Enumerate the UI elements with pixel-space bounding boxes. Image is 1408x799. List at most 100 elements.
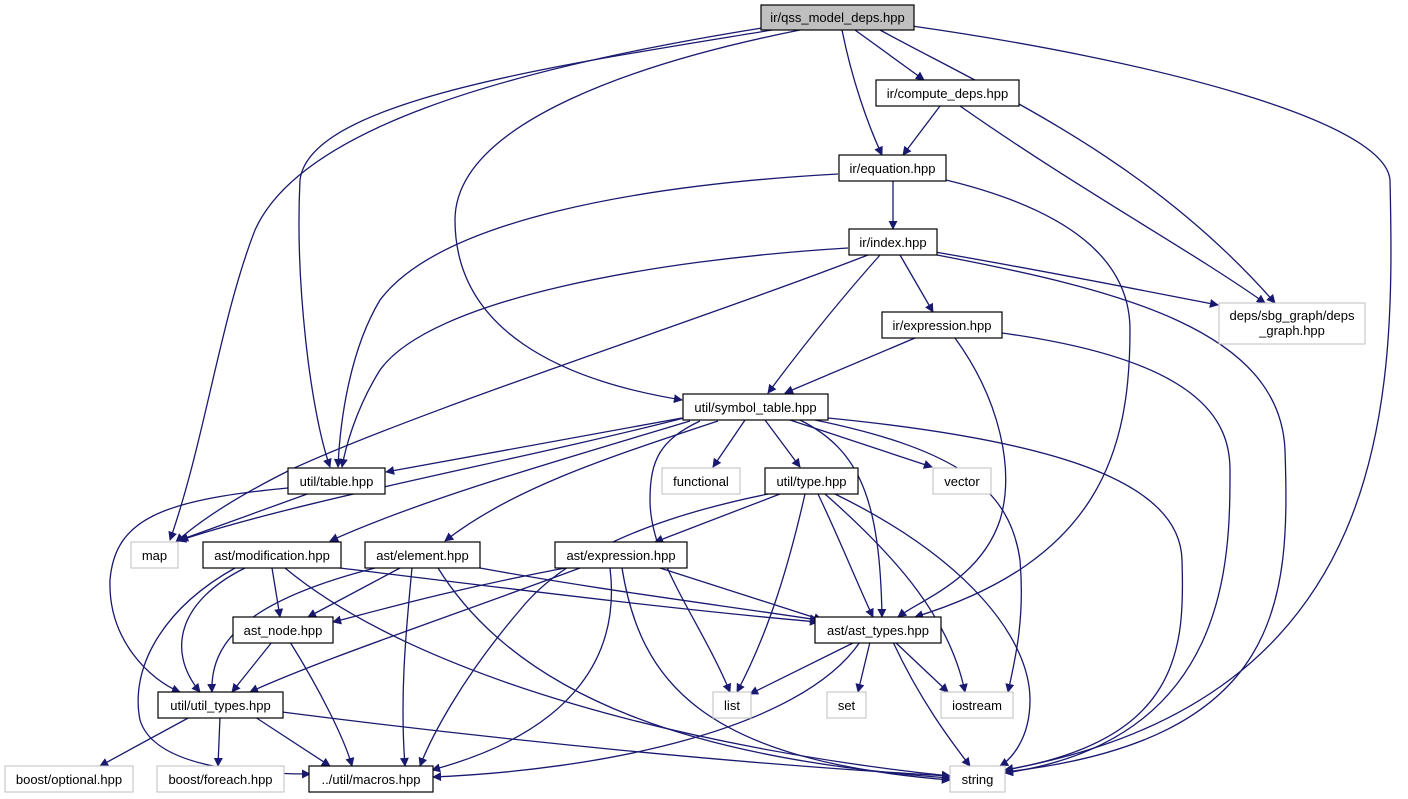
edge-equation-to-table <box>333 173 839 468</box>
edge-ast-expression-to-string <box>621 567 951 784</box>
node-label: list <box>724 698 740 713</box>
node-ast-expression[interactable]: ast/expression.hpp <box>554 541 688 569</box>
node-boost-foreach[interactable]: boost/foreach.hpp <box>156 765 285 793</box>
node-label: boost/foreach.hpp <box>168 772 272 787</box>
node-macros[interactable]: ../util/macros.hpp <box>308 765 434 793</box>
edge-element-to-macros <box>399 567 413 767</box>
node-symbol-table[interactable]: util/symbol_table.hpp <box>682 393 829 421</box>
edge-symbol-table-to-table <box>385 417 683 475</box>
edge-type-to-iostream <box>824 493 968 693</box>
edge-index-to-map <box>175 254 869 543</box>
node-label: util/util_types.hpp <box>170 698 270 713</box>
edge-util-types-to-string <box>281 711 951 781</box>
node-label: boost/optional.hpp <box>16 772 122 787</box>
edge-qss-to-equation <box>841 29 883 156</box>
node-iostream[interactable]: iostream <box>940 691 1014 719</box>
edge-symbol-table-to-vector <box>789 419 933 469</box>
edge-qss-to-map <box>168 27 763 541</box>
edge-qss-to-compute-deps <box>854 29 925 81</box>
node-label: ir/equation.hpp <box>849 161 935 176</box>
node-index[interactable]: ir/index.hpp <box>848 228 938 256</box>
edge-symbol-table-to-functional <box>712 419 746 468</box>
edge-util-types-to-macros <box>254 716 331 767</box>
node-vector[interactable]: vector <box>932 467 992 495</box>
node-label: map <box>142 548 167 563</box>
edges <box>99 25 1392 784</box>
edge-ast-expression-to-util-types <box>249 567 581 693</box>
node-label: util/symbol_table.hpp <box>694 400 816 415</box>
edge-index-to-deps-graph <box>934 251 1219 308</box>
node-label: set <box>838 698 856 713</box>
edge-ast-types-to-set <box>855 641 871 693</box>
node-label: deps/sbg_graph/deps <box>1229 308 1355 323</box>
edge-type-to-string <box>834 493 1031 767</box>
node-label: string <box>962 772 994 787</box>
node-equation[interactable]: ir/equation.hpp <box>838 154 947 182</box>
edge-modification-to-string <box>284 567 951 780</box>
node-label: ir/compute_deps.hpp <box>887 86 1008 101</box>
edge-equation-to-ast-types <box>914 179 1131 619</box>
edge-type-to-list <box>736 493 806 693</box>
edge-symbol-table-to-modification <box>329 420 691 542</box>
node-modification[interactable]: ast/modification.hpp <box>202 541 342 569</box>
node-ast-node[interactable]: ast_node.hpp <box>232 616 334 644</box>
edge-table-to-util-types <box>109 487 289 694</box>
edge-symbol-table-to-string <box>827 417 1184 774</box>
edge-symbol-table-to-map <box>177 417 685 543</box>
node-table[interactable]: util/table.hpp <box>287 467 386 495</box>
node-label: ast/element.hpp <box>376 548 469 563</box>
edge-type-to-ast-expression <box>654 493 781 544</box>
node-map[interactable]: map <box>130 541 179 569</box>
node-label: ir/qss_model_deps.hpp <box>770 10 904 25</box>
edge-ir-expression-to-ast-types <box>897 337 1007 618</box>
edge-compute-deps-to-deps-graph <box>959 105 1266 304</box>
node-label: functional <box>673 474 729 489</box>
node-util-types[interactable]: util/util_types.hpp <box>157 691 284 719</box>
edge-ast-types-to-list <box>749 641 856 695</box>
edge-ir-expression-to-symbol-table <box>784 337 916 394</box>
edge-element-to-ast-types <box>479 567 819 624</box>
edge-ast-expression-to-macros <box>431 567 613 773</box>
edge-index-to-symbol-table <box>767 254 881 394</box>
node-type[interactable]: util/type.hpp <box>764 467 859 495</box>
node-compute-deps[interactable]: ir/compute_deps.hpp <box>875 79 1020 107</box>
edge-symbol-table-to-list <box>649 420 732 693</box>
node-label: ir/expression.hpp <box>893 318 992 333</box>
node-list[interactable]: list <box>712 691 752 719</box>
node-string[interactable]: string <box>949 765 1006 793</box>
edge-ast-types-to-macros <box>432 641 861 782</box>
node-qss-model-deps[interactable]: ir/qss_model_deps.hpp <box>760 4 915 31</box>
edge-symbol-table-to-element <box>444 420 719 542</box>
edge-type-to-macros <box>418 493 769 767</box>
edge-modification-to-ast-node <box>271 567 284 618</box>
edge-util-types-to-boost-optional <box>99 716 191 767</box>
node-functional[interactable]: functional <box>661 467 741 495</box>
edge-symbol-table-to-iostream <box>814 419 1022 693</box>
edge-ir-expression-to-string <box>1001 332 1231 777</box>
node-deps-graph[interactable]: deps/sbg_graph/deps _graph.hpp <box>1218 302 1366 345</box>
node-boost-optional[interactable]: boost/optional.hpp <box>4 765 134 793</box>
edge-modification-to-ast-types <box>339 567 819 626</box>
node-label: ir/index.hpp <box>859 235 926 250</box>
node-element[interactable]: ast/element.hpp <box>364 541 481 569</box>
edge-index-to-string <box>936 254 1287 776</box>
edge-ast-types-to-iostream <box>894 641 949 693</box>
edge-ast-node-to-macros <box>289 641 355 767</box>
nodes: ir/qss_model_deps.hpp ir/compute_deps.hp… <box>4 4 1366 793</box>
edge-qss-to-deps-graph <box>879 29 1276 304</box>
node-ast-types[interactable]: ast/ast_types.hpp <box>814 616 942 644</box>
edge-table-to-map <box>179 492 311 542</box>
edge-element-to-string <box>437 567 951 782</box>
edge-qss-to-symbol-table <box>454 29 801 404</box>
node-label: ../util/macros.hpp <box>322 772 421 787</box>
edge-ast-expression-to-ast-types <box>659 567 823 622</box>
node-ir-expression[interactable]: ir/expression.hpp <box>881 311 1003 339</box>
node-label: ast/expression.hpp <box>566 548 675 563</box>
edge-compute-deps-to-equation <box>902 105 941 156</box>
node-label: vector <box>944 474 980 489</box>
edge-ast-expression-to-ast-node <box>332 567 566 625</box>
edge-util-types-to-boost-foreach <box>213 716 223 767</box>
node-set[interactable]: set <box>826 691 867 719</box>
node-label: util/type.hpp <box>776 474 846 489</box>
